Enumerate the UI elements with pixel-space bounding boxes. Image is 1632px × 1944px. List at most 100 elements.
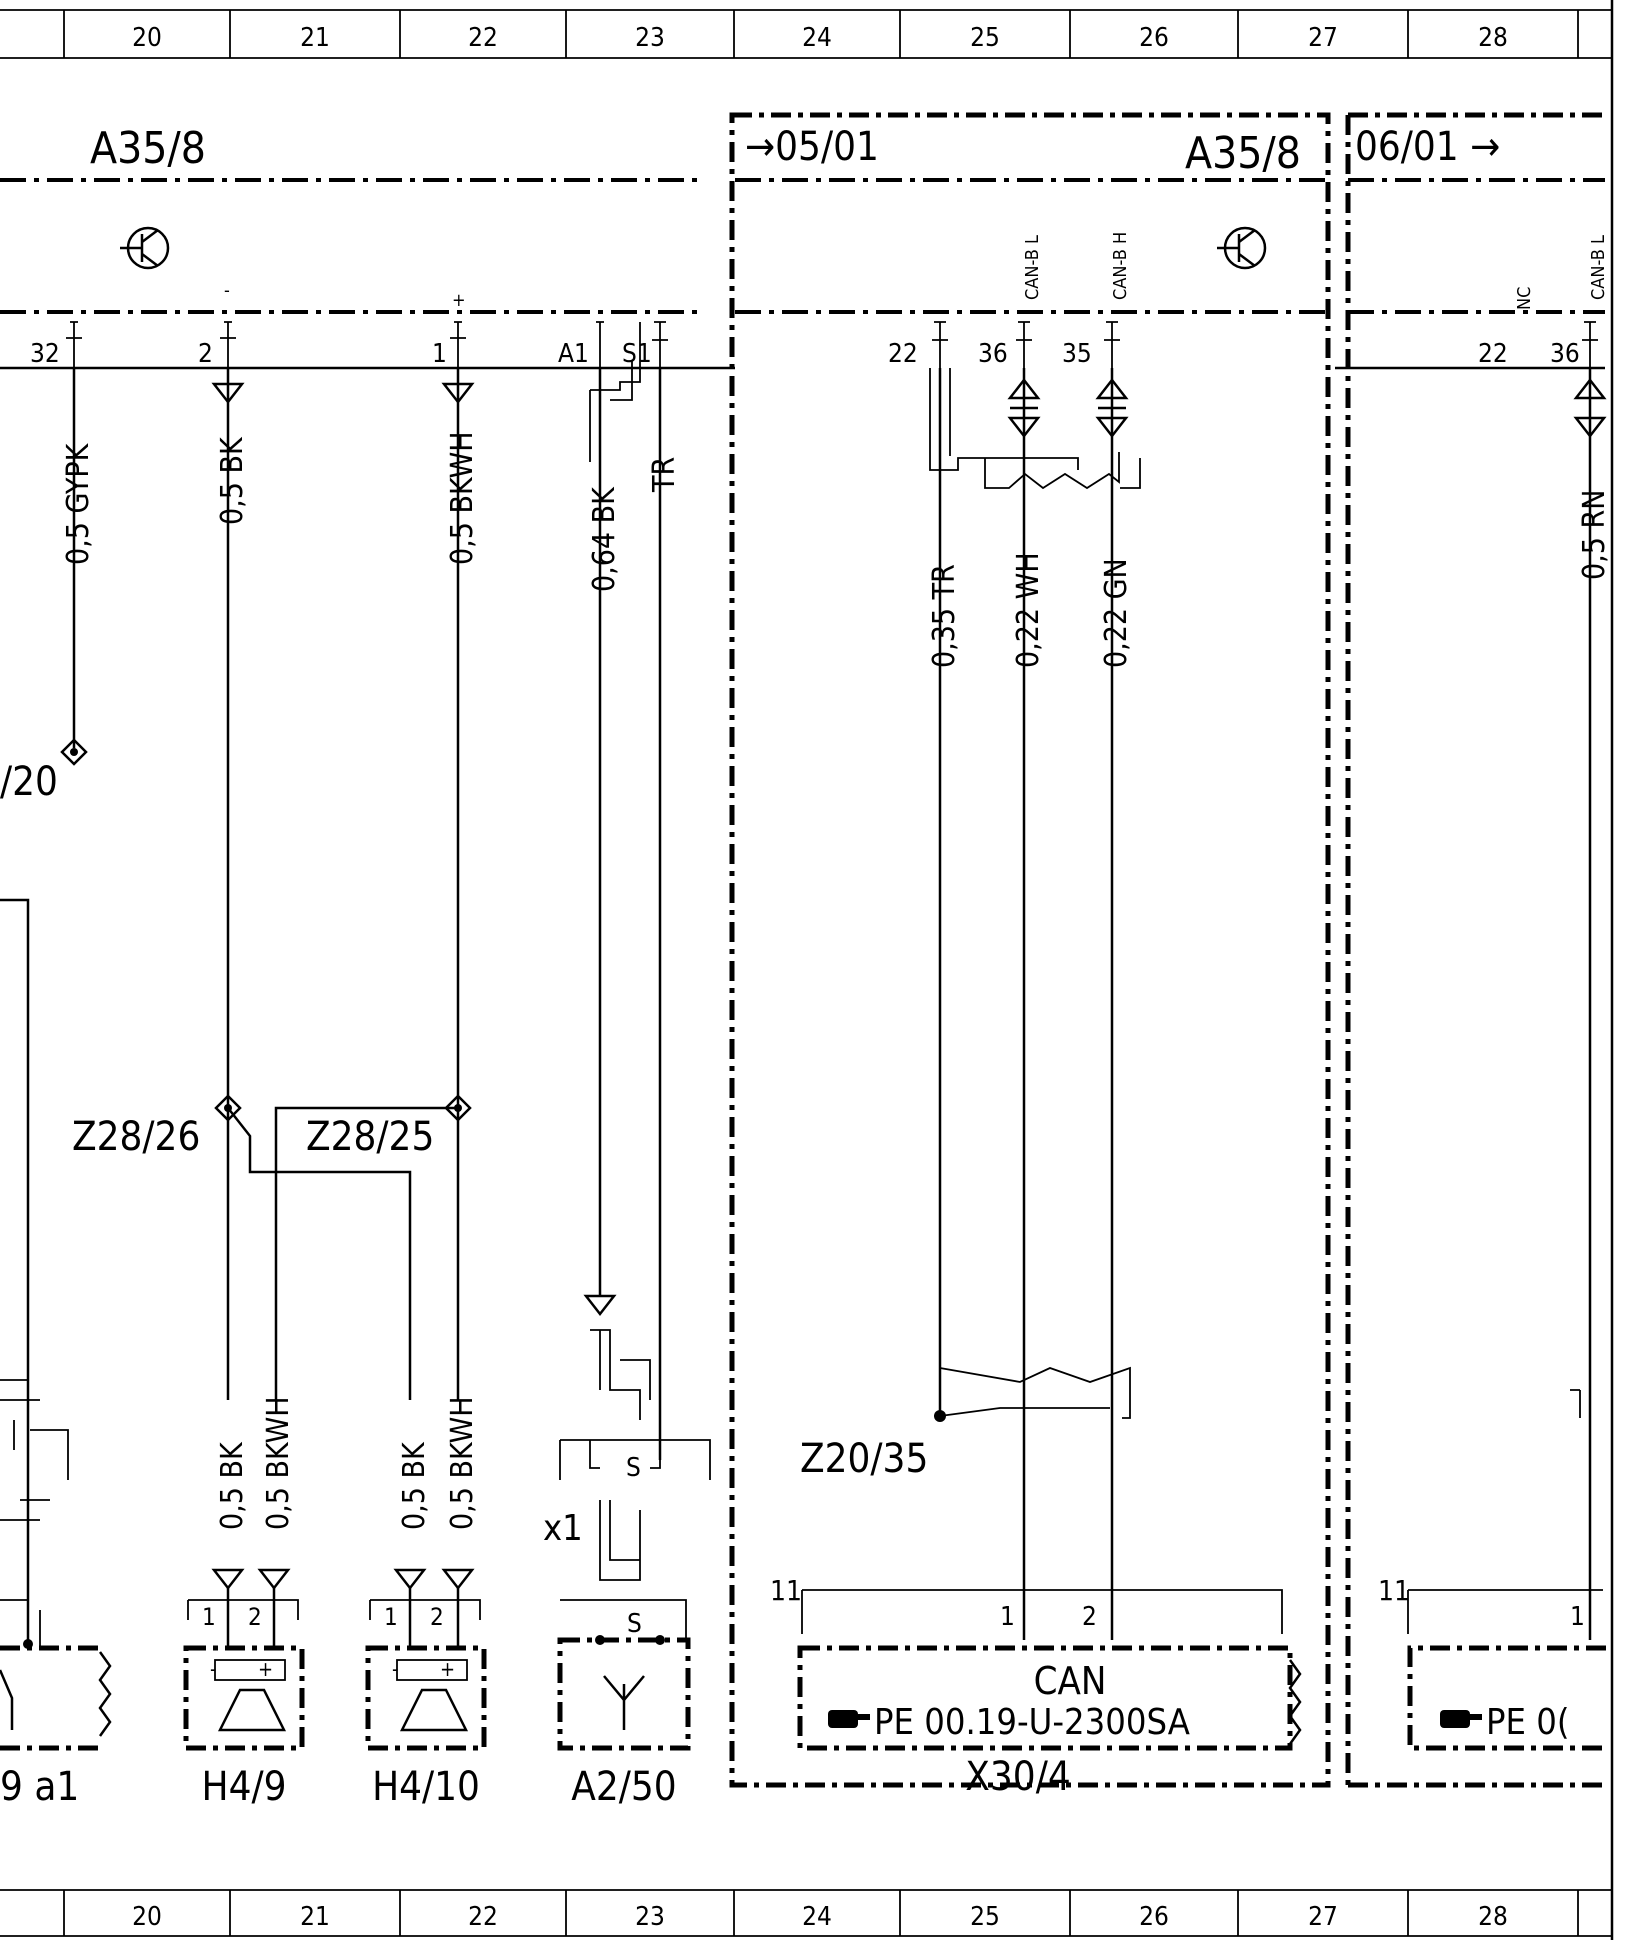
pin-2: 2 — [198, 339, 213, 369]
arrow-symbols — [211, 377, 1607, 1591]
wire-label-035tr: 0,35 TR — [927, 564, 962, 668]
pin-s1: S1 — [622, 339, 652, 369]
grid-col-22-bottom: 22 — [468, 1902, 498, 1932]
wire-label-low-bk1: 0,5 BK — [215, 1441, 250, 1530]
speaker-h4-9: 1 2 - + H4/9 — [183, 1588, 305, 1810]
can-pin2: 2 — [1082, 1602, 1097, 1632]
grid-col-24-bottom: 24 — [802, 1902, 832, 1932]
splice-z20-partial: /20 — [0, 759, 58, 805]
wire-label-gypk: 0,5 GYPK — [61, 442, 96, 565]
pin-1: 1 — [432, 339, 447, 369]
box1-ref: →05/01 — [745, 124, 879, 170]
h4-9-plus: + — [258, 1657, 273, 1681]
h4-10-pin1: 1 — [384, 1603, 398, 1631]
pin-35: 35 — [1062, 339, 1092, 369]
pin-36: 36 — [978, 339, 1008, 369]
grid-col-21: 21 — [300, 23, 330, 53]
splice-dot — [934, 1410, 946, 1422]
pointing-hand-icon — [1440, 1710, 1482, 1728]
grid-col-28: 28 — [1478, 23, 1508, 53]
wire-label-low-bkwh2: 0,5 BKWH — [445, 1396, 480, 1530]
grid-col-26-bottom: 26 — [1139, 1902, 1169, 1932]
grid-col-27-bottom: 27 — [1308, 1902, 1338, 1932]
can-connector-x30-4: 11 1 2 CAN PE 00.19-U-2300SA X30/4 — [770, 1574, 1302, 1800]
h4-10-plus: + — [440, 1657, 455, 1681]
grid-col-25: 25 — [970, 23, 1000, 53]
splice-x1: x1 — [543, 1508, 583, 1549]
pin-36-right: 36 — [1550, 339, 1580, 369]
right-pin1: 1 — [1570, 1602, 1585, 1632]
transistor-icon — [1217, 226, 1267, 270]
wire-label-bk: 0,5 BK — [215, 436, 250, 525]
wire-label-low-bk2: 0,5 BK — [397, 1441, 432, 1530]
wire-label-064bk: 0,64 BK — [587, 486, 622, 592]
antenna-a2-50: A2/50 — [557, 1635, 691, 1810]
pin-a1: A1 — [558, 339, 589, 369]
right-partial-connector: 11 1 PE 0( — [1378, 1574, 1606, 1751]
grid-col-23-bottom: 23 — [635, 1902, 665, 1932]
grid-col-23: 23 — [635, 23, 665, 53]
pin-nc: NC — [1514, 287, 1535, 310]
grid-col-26: 26 — [1139, 23, 1169, 53]
module-title-left: A35/8 — [90, 123, 206, 174]
h4-10-pin2: 2 — [430, 1603, 444, 1631]
pin-plus: + — [452, 290, 466, 311]
pin-stubs — [66, 321, 1598, 368]
bottom-grid-ruler: 20 21 22 23 24 25 26 27 28 — [0, 1889, 1612, 1937]
pin-22-right: 22 — [1478, 339, 1508, 369]
can-ref: PE 00.19-U-2300SA — [874, 1702, 1190, 1743]
grid-col-22: 22 — [468, 23, 498, 53]
component-x30-4: X30/4 — [965, 1754, 1070, 1800]
splice-z28-25: Z28/25 — [306, 1114, 434, 1160]
grid-col-21-bottom: 21 — [300, 1902, 330, 1932]
grid-col-27: 27 — [1308, 23, 1338, 53]
component-h4-10: H4/10 — [372, 1764, 480, 1810]
can-label: CAN — [1034, 1659, 1107, 1703]
conn-11: 11 — [770, 1574, 802, 1607]
wire-labels: 0,5 GYPK 0,5 BK 0,5 BKWH 0,64 BK TR 0,35… — [61, 431, 1612, 1530]
speaker-icon — [396, 1659, 469, 1732]
can-b-right-label: CAN-B L — [1588, 235, 1609, 300]
h4-10-minus: - — [392, 1657, 399, 1681]
module-a35-8-left: A35/8 — [0, 123, 705, 314]
component-a2-50: A2/50 — [571, 1764, 676, 1810]
transistor-icon — [120, 226, 170, 270]
conn-11-right: 11 — [1378, 1574, 1410, 1607]
antenna-icon — [603, 1675, 645, 1730]
wire-label-low-bkwh1: 0,5 BKWH — [261, 1396, 296, 1530]
pin-32: 32 — [30, 339, 60, 369]
wire-label-022wh: 0,22 WH — [1011, 552, 1046, 668]
can-bl-label: CAN-B L — [1022, 235, 1043, 300]
grid-col-28-bottom: 28 — [1478, 1902, 1508, 1932]
can-bh-label: CAN-B H — [1110, 232, 1131, 300]
wire-label-bkwh: 0,5 BKWH — [445, 431, 480, 565]
grid-col-20-bottom: 20 — [132, 1902, 162, 1932]
splice-z28-26: Z28/26 — [72, 1114, 200, 1160]
pin-22: 22 — [888, 339, 918, 369]
wire-label-05rn: 0,5 RN — [1577, 490, 1612, 580]
pin-minus: - — [224, 280, 230, 301]
module-box-can: →05/01 A35/8 — [729, 112, 1331, 1788]
h4-9-pin2: 2 — [248, 1603, 262, 1631]
wire-label-022gn: 0,22 GN — [1099, 558, 1134, 668]
pointing-hand-icon — [828, 1710, 870, 1728]
grid-col-24: 24 — [802, 23, 832, 53]
splice-points: /20 Z28/26 Z28/25 Z20/35 x1 — [0, 738, 946, 1549]
left-partial-component: 9 a1 — [0, 1639, 112, 1810]
splice-z20-35: Z20/35 — [800, 1436, 928, 1482]
wire-label-tr: TR — [647, 457, 682, 493]
component-left-partial: 9 a1 — [0, 1764, 79, 1810]
grid-col-20: 20 — [132, 23, 162, 53]
shield-s-label-2: S — [627, 1609, 642, 1639]
speaker-icon — [214, 1659, 287, 1732]
right-ref: PE 0( — [1486, 1702, 1570, 1743]
speaker-h4-10: 1 2 - + H4/10 — [365, 1588, 487, 1810]
a2-50-connector-area: S S — [559, 1329, 711, 1640]
can-pin1: 1 — [1000, 1602, 1015, 1632]
component-h4-9: H4/9 — [202, 1764, 287, 1810]
box2-ref: 06/01 → — [1355, 124, 1500, 170]
module-box-right: 06/01 → — [1345, 112, 1605, 1788]
grid-col-25-bottom: 25 — [970, 1902, 1000, 1932]
